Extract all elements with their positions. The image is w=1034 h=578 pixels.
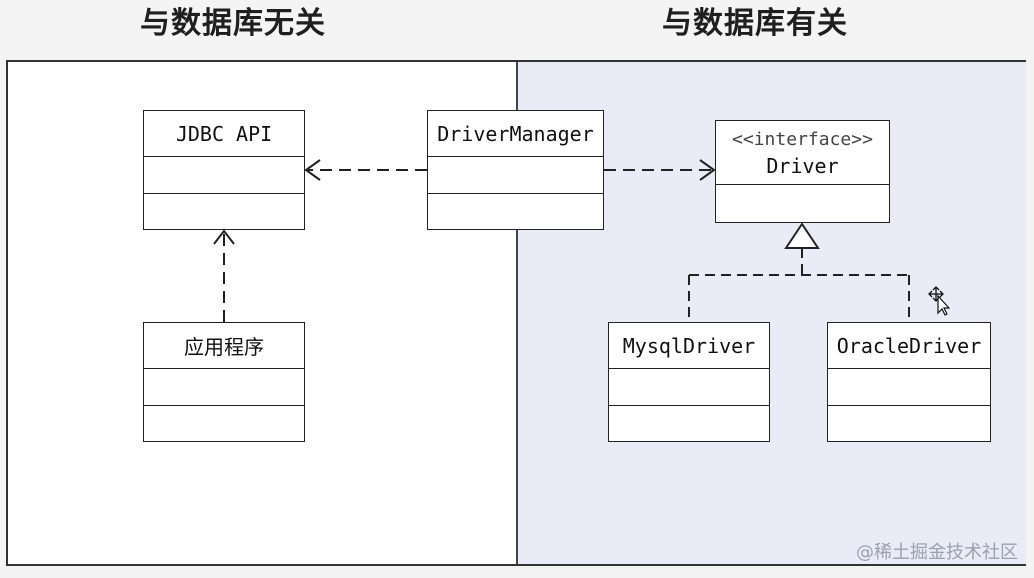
class-name: JDBC API	[144, 111, 304, 157]
heading-db-independent: 与数据库无关	[140, 6, 326, 41]
arrowhead-driver	[699, 159, 716, 181]
attributes-compartment	[144, 369, 304, 406]
watermark: @稀土掘金技术社区	[856, 542, 1018, 563]
attributes-compartment	[144, 157, 304, 194]
class-name: 应用程序	[144, 323, 304, 369]
class-name: DriverManager	[428, 111, 603, 157]
arrowhead-jdbc-api	[304, 159, 321, 181]
interface-header: <<interface>> Driver	[716, 121, 889, 185]
attributes-compartment	[609, 369, 769, 406]
move-cursor-icon	[928, 286, 951, 320]
attributes-compartment	[428, 157, 603, 194]
class-mysql-driver: MysqlDriver	[608, 322, 770, 442]
class-application: 应用程序	[143, 322, 305, 442]
class-name: OracleDriver	[828, 323, 990, 369]
class-driver-manager: DriverManager	[427, 110, 604, 230]
arrowhead-jdbc-api-up	[213, 229, 235, 245]
stereotype-label: <<interface>>	[732, 128, 873, 150]
class-name: Driver	[766, 153, 839, 178]
heading-db-dependent: 与数据库有关	[662, 6, 848, 41]
attributes-compartment	[828, 369, 990, 406]
interface-driver: <<interface>> Driver	[715, 120, 890, 223]
realization-triangle	[784, 222, 820, 249]
class-oracle-driver: OracleDriver	[827, 322, 991, 442]
class-name: MysqlDriver	[609, 323, 769, 369]
